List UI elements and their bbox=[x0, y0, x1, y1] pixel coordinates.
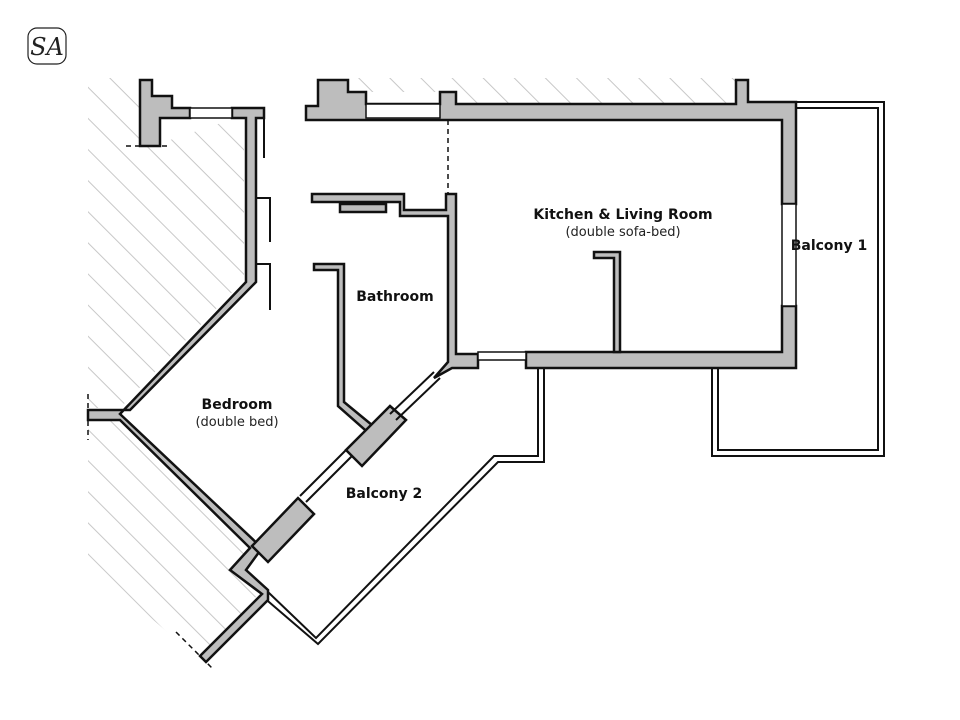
hatch-left-lower bbox=[88, 420, 262, 660]
wall-bedroom-outer bbox=[86, 106, 270, 664]
hatch-top bbox=[350, 78, 736, 104]
window-diag-4 bbox=[305, 455, 353, 503]
balcony-2-outer bbox=[267, 366, 539, 640]
room-labels: Kitchen & Living Room (double sofa-bed) … bbox=[195, 207, 867, 502]
window-balcony-2-top bbox=[477, 351, 527, 361]
wall-diagonal-bath bbox=[344, 404, 408, 468]
window-diag-2 bbox=[395, 377, 441, 421]
door-fixtures bbox=[256, 117, 271, 310]
room-label-kitchen: Kitchen & Living Room bbox=[533, 207, 712, 223]
room-sub-kitchen: (double sofa-bed) bbox=[565, 225, 680, 240]
room-sub-bedroom: (double bed) bbox=[195, 415, 278, 430]
window-balcony-1 bbox=[781, 203, 797, 307]
wall-bathroom-kitchen bbox=[310, 192, 480, 380]
balcony-1-railing bbox=[711, 101, 885, 457]
dashed-lines bbox=[87, 120, 449, 669]
balcony-1-inner bbox=[717, 107, 879, 451]
hatch-left-upper bbox=[88, 78, 244, 408]
door-jamb-3 bbox=[256, 263, 271, 310]
wall-kitchen-right-lower bbox=[524, 304, 798, 370]
window-top-left bbox=[189, 107, 233, 119]
logo-frame bbox=[27, 27, 67, 65]
room-label-bedroom: Bedroom bbox=[202, 397, 273, 413]
window-top-kitchen bbox=[365, 103, 441, 119]
window-diag-1 bbox=[389, 371, 435, 415]
wall-kitchen-partition bbox=[592, 250, 622, 354]
wall-diagonal-lower bbox=[250, 496, 316, 564]
balcony-2-inner bbox=[261, 366, 545, 646]
room-label-bathroom: Bathroom bbox=[356, 289, 434, 305]
exterior-hatch bbox=[88, 78, 736, 660]
room-label-balcony-2: Balcony 2 bbox=[346, 486, 423, 502]
balcony-1-outer bbox=[711, 101, 885, 457]
door-jamb-2 bbox=[256, 197, 271, 242]
bath-fixture bbox=[338, 202, 388, 214]
door-jamb-1 bbox=[256, 117, 265, 158]
logo: SA bbox=[27, 27, 67, 65]
windows bbox=[189, 103, 797, 503]
room-label-balcony-1: Balcony 1 bbox=[791, 238, 868, 254]
window-diag-3 bbox=[299, 449, 347, 497]
balcony-2-railing bbox=[261, 366, 545, 646]
logo-text: SA bbox=[30, 33, 64, 61]
